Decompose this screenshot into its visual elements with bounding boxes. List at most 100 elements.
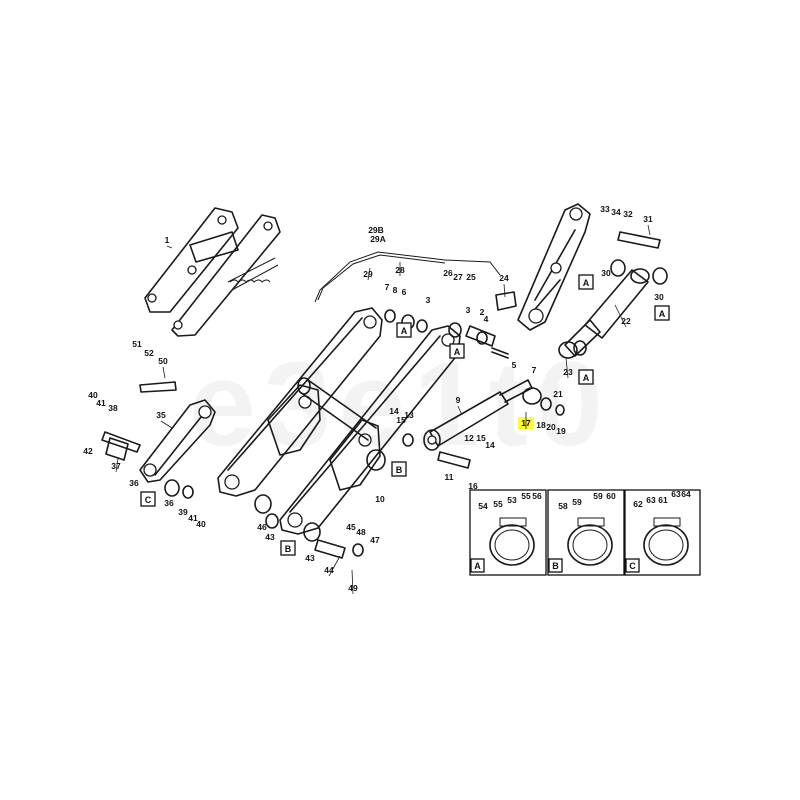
callout-14b: 14: [485, 440, 495, 450]
control-linkage: [314, 251, 501, 303]
leader-29: [367, 267, 371, 281]
ref-box-a-5: A: [583, 373, 590, 383]
callout-6: 6: [402, 287, 407, 297]
callout-63b: 63: [671, 489, 681, 499]
detail-panel-c: C: [624, 489, 701, 576]
callout-8: 8: [393, 285, 398, 295]
callout-49: 49: [348, 583, 358, 593]
watermark: e3e1t0: [189, 337, 611, 471]
callout-29: 29: [363, 269, 373, 279]
callout-26: 26: [443, 268, 453, 278]
callout-11: 11: [445, 472, 454, 482]
leader-44: [328, 555, 341, 577]
callout-21: 21: [553, 389, 563, 399]
callout-22: 22: [621, 316, 631, 326]
callout-55b: 55: [521, 491, 531, 501]
callout-53: 53: [507, 495, 517, 505]
callout-43a: 43: [265, 532, 275, 542]
callout-50: 50: [158, 356, 168, 366]
leader-9: [457, 405, 463, 416]
leader-lines: [115, 224, 651, 595]
callout-48: 48: [356, 527, 366, 537]
ref-box-b-2: B: [285, 544, 292, 554]
callout-33: 33: [600, 204, 610, 214]
ref-box-a-4: A: [659, 309, 666, 319]
ref-box-c-1: C: [145, 495, 152, 505]
callout-59b: 59: [593, 491, 603, 501]
callout-41a: 41: [96, 398, 106, 408]
callout-42: 42: [83, 446, 93, 456]
callout-27: 27: [453, 272, 463, 282]
tilt-cylinder: [423, 379, 542, 451]
callout-17: 17: [521, 418, 531, 428]
callout-55a: 55: [493, 499, 503, 509]
callout-59a: 59: [572, 497, 582, 507]
pins-and-bushings: [105, 231, 668, 559]
callout-28: 28: [395, 265, 405, 275]
detail-panel-b: B: [547, 489, 625, 576]
detail-panel-label-a: A: [474, 561, 481, 571]
callout-51: 51: [132, 339, 142, 349]
callout-40a: 40: [88, 390, 98, 400]
leader-22: [614, 304, 627, 328]
leader-50: [162, 366, 166, 379]
callout-43b: 43: [305, 553, 315, 563]
callout-29A: 29A: [370, 234, 386, 244]
callout-24: 24: [499, 273, 509, 283]
left-link-assembly: [101, 381, 216, 483]
callout-4: 4: [484, 314, 489, 324]
callout-60: 60: [606, 491, 616, 501]
bellcrank-lever: [517, 203, 591, 331]
callout-63a: 63: [646, 495, 656, 505]
callout-25: 25: [466, 272, 476, 282]
callout-52: 52: [144, 348, 154, 358]
callout-16: 16: [468, 481, 478, 491]
callout-47: 47: [370, 535, 380, 545]
callout-34: 34: [611, 207, 621, 217]
callout-7b: 7: [532, 365, 537, 375]
callout-10: 10: [375, 494, 385, 504]
callout-15b: 15: [476, 433, 486, 443]
callout-36b: 36: [164, 498, 174, 508]
detail-panel-a: A: [469, 489, 547, 576]
callout-58: 58: [558, 501, 568, 511]
callout-7a: 7: [385, 282, 390, 292]
ref-box-a-1: A: [401, 326, 408, 336]
callout-30a: 30: [601, 268, 611, 278]
callout-54: 54: [478, 501, 488, 511]
lift-arm-left: [217, 307, 383, 497]
callout-38: 38: [108, 403, 118, 413]
lift-cylinder: [558, 268, 650, 359]
leader-37: [115, 457, 119, 473]
callout-2: 2: [480, 307, 485, 317]
callout-56: 56: [532, 491, 542, 501]
callout-3b: 3: [466, 305, 471, 315]
callout-44: 44: [324, 565, 334, 575]
ref-box-a-2: A: [454, 347, 461, 357]
callout-19: 19: [556, 426, 566, 436]
leader-1: [166, 245, 173, 249]
callout-46: 46: [257, 522, 267, 532]
callout-18: 18: [536, 420, 546, 430]
callout-29B: 29B: [368, 225, 384, 235]
callout-3a: 3: [426, 295, 431, 305]
callout-20: 20: [546, 422, 556, 432]
assembled-frame-view: [144, 207, 281, 337]
callout-32: 32: [623, 209, 633, 219]
callout-1: 1: [165, 235, 170, 245]
callout-13: 13: [404, 410, 414, 420]
leader-49: [351, 569, 354, 595]
callout-15a: 15: [396, 415, 406, 425]
ref-box-a-3: A: [583, 278, 590, 288]
detail-panel-label-c: C: [629, 561, 636, 571]
callout-31: 31: [643, 214, 653, 224]
callout-5: 5: [512, 360, 517, 370]
callout-45: 45: [346, 522, 356, 532]
callout-9: 9: [456, 395, 461, 405]
callout-62: 62: [633, 499, 643, 509]
callout-40b: 40: [196, 519, 206, 529]
arm-cross-tube: [297, 377, 377, 441]
callout-35: 35: [156, 410, 166, 420]
